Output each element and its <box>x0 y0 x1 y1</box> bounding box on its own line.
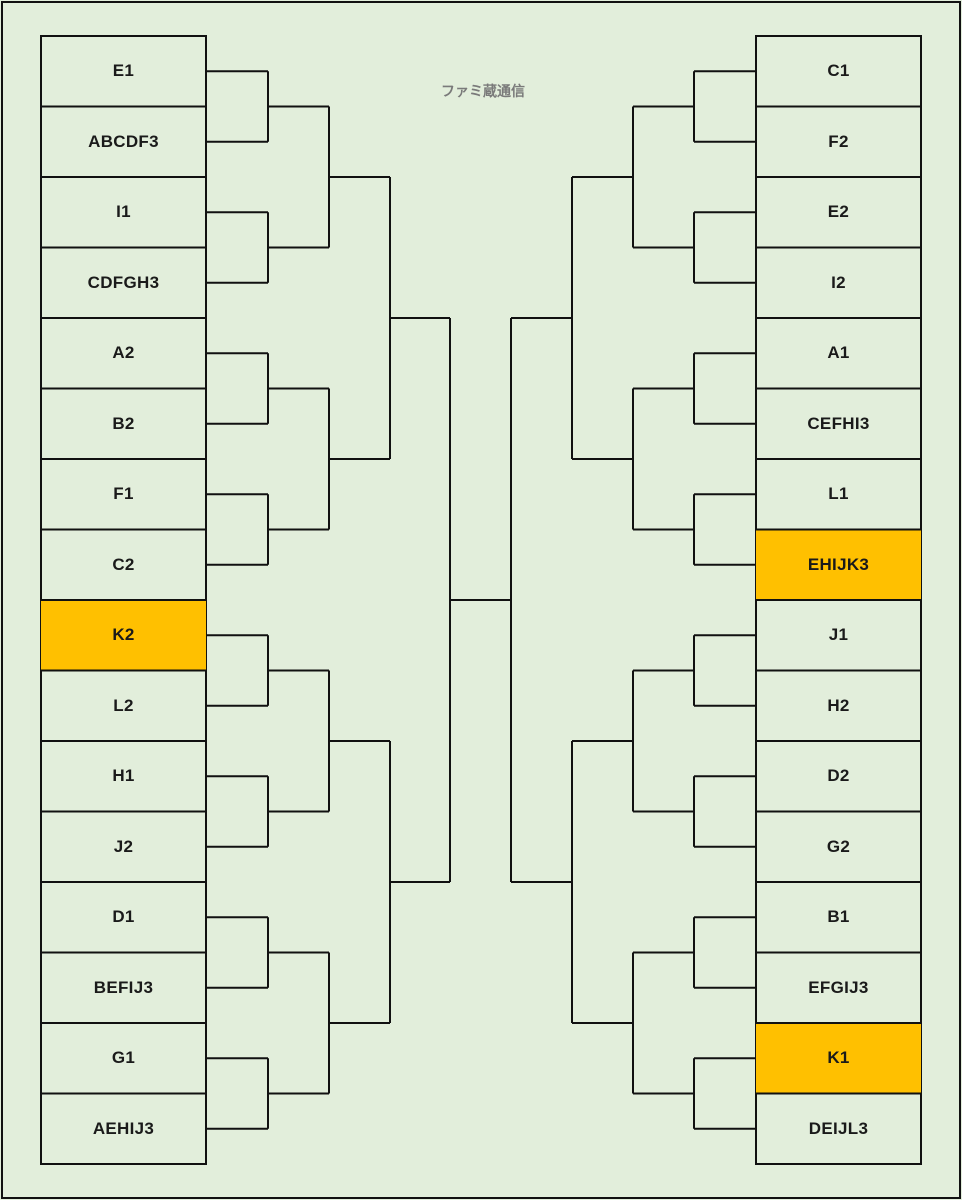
left-entry-slot: B2 <box>112 413 135 433</box>
right-entry-slot: J1 <box>828 625 849 645</box>
right-entry-slot: EHIJK3 <box>756 529 921 600</box>
left-entry-slot: G1 <box>111 1048 136 1068</box>
right-entry-slot: A1 <box>827 343 850 363</box>
right-entry-slot: D2 <box>827 766 850 786</box>
left-entry-slot: F1 <box>113 484 134 504</box>
right-entry-slot: CEFHI3 <box>807 413 870 433</box>
right-entry-slot: E2 <box>827 202 850 222</box>
left-entry-slot: AEHIJ3 <box>92 1118 155 1138</box>
right-entry-slot: F2 <box>828 131 849 151</box>
left-entry-slot: CDFGH3 <box>87 272 160 292</box>
left-entry-slot: L2 <box>113 695 134 715</box>
left-entry-slot: K2 <box>41 600 206 671</box>
left-entry-slot: D1 <box>112 907 135 927</box>
left-entry-slot: C2 <box>112 554 135 574</box>
left-entry-slot: H1 <box>112 766 135 786</box>
right-entry-slot: C1 <box>827 61 850 81</box>
right-entry-slot: L1 <box>828 484 849 504</box>
right-entry-slot: G2 <box>826 836 851 856</box>
brand-label: ファミ蔵通信 <box>441 83 525 99</box>
left-entry-slot: BEFIJ3 <box>93 977 154 997</box>
left-entry-slot: J2 <box>113 836 134 856</box>
right-entry-slot: K1 <box>756 1023 921 1094</box>
right-entry-slot: I2 <box>831 272 846 292</box>
right-entry-slot: H2 <box>827 695 850 715</box>
left-entry-slot: I1 <box>116 202 131 222</box>
right-entry-slot: EFGIJ3 <box>808 977 869 997</box>
right-entry-slot: DEIJL3 <box>808 1118 869 1138</box>
left-entry-slot: E1 <box>112 61 135 81</box>
right-entry-slot: B1 <box>827 907 850 927</box>
left-entry-slot: ABCDF3 <box>88 131 159 151</box>
left-entry-slot: A2 <box>112 343 135 363</box>
